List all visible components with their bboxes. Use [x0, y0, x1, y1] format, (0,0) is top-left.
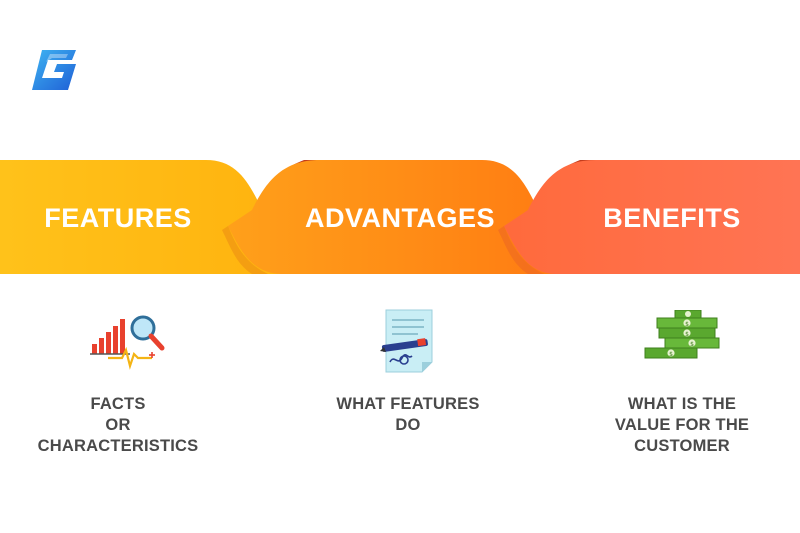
ribbon-segment-features — [0, 160, 300, 274]
g-logo-icon — [32, 50, 76, 90]
stage-label-benefits: BENEFITS — [603, 203, 741, 233]
svg-text:$: $ — [669, 351, 673, 358]
svg-text:$: $ — [690, 341, 694, 348]
twisted-ribbon: FEATURES ADVANTAGES BENEFITS — [0, 160, 800, 274]
caption-line: VALUE FOR THE — [614, 416, 750, 434]
caption-advantages: WHAT FEATURES DO — [318, 394, 498, 436]
caption-line: WHAT FEATURES — [336, 395, 480, 413]
stage-label-advantages: ADVANTAGES — [305, 203, 495, 233]
svg-text:$: $ — [685, 321, 689, 328]
caption-line: WHAT IS THE — [627, 395, 737, 413]
ribbon-segment-advantages — [228, 160, 574, 274]
caption-line: OR — [105, 416, 131, 434]
caption-line: CHARACTERISTICS — [37, 437, 199, 455]
svg-text:$: $ — [685, 331, 689, 338]
caption-line: FACTS — [90, 395, 146, 413]
document-pen-icon — [380, 309, 433, 373]
ribbon-segment-benefits — [504, 160, 800, 274]
caption-line: CUSTOMER — [634, 437, 730, 455]
stage-label-features: FEATURES — [44, 203, 192, 233]
caption-features: FACTS OR CHARACTERISTICS — [28, 394, 208, 457]
money-stack-icon: $ $ $ $ — [644, 310, 720, 359]
chart-magnifier-icon — [90, 315, 165, 370]
caption-benefits: WHAT IS THE VALUE FOR THE CUSTOMER — [592, 394, 772, 457]
caption-line: DO — [395, 416, 421, 434]
